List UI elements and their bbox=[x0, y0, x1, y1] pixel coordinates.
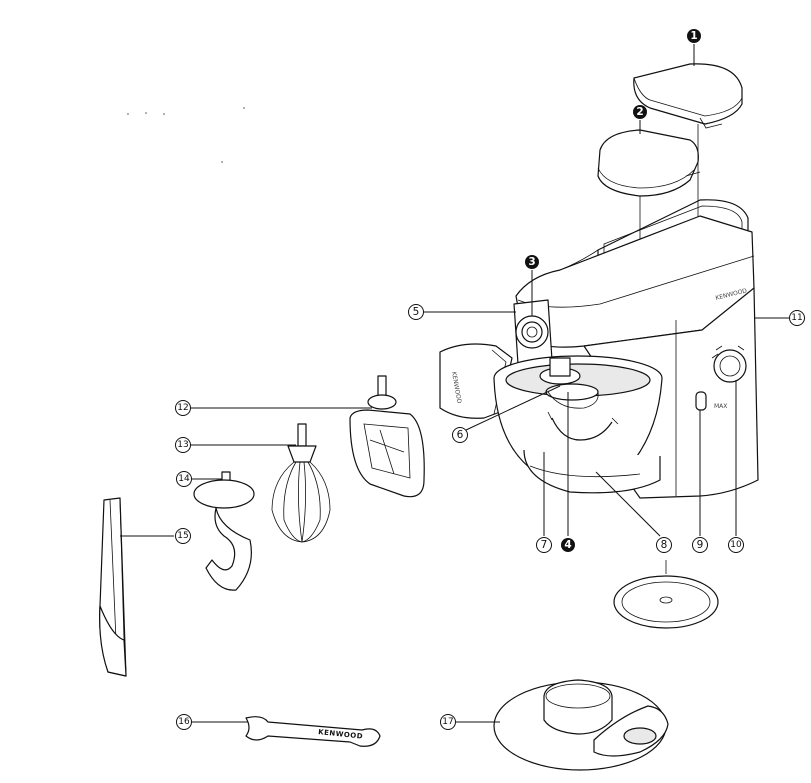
callout-11-label: 11 bbox=[791, 313, 802, 323]
callout-10-label: 10 bbox=[730, 540, 742, 550]
callout-11: 11 bbox=[789, 310, 805, 326]
callout-5-label: 5 bbox=[413, 306, 420, 318]
callout-17-label: 17 bbox=[442, 717, 453, 727]
callout-12-label: 12 bbox=[177, 403, 188, 413]
callout-8-label: 8 bbox=[661, 539, 668, 551]
callout-14-label: 14 bbox=[178, 474, 190, 484]
callout-15: 15 bbox=[175, 528, 191, 544]
callout-3: 3 bbox=[525, 255, 539, 269]
callout-7: 7 bbox=[536, 537, 552, 553]
part-whisk bbox=[271, 423, 331, 543]
callout-7-label: 7 bbox=[541, 539, 548, 551]
part-splashguard-disc bbox=[613, 560, 719, 629]
callout-17: 17 bbox=[440, 714, 456, 730]
callout-8: 8 bbox=[656, 537, 672, 553]
callout-16: 16 bbox=[176, 714, 192, 730]
callout-16-label: 16 bbox=[178, 717, 190, 727]
callout-1-label: 1 bbox=[690, 30, 697, 42]
stray-marks bbox=[127, 107, 245, 163]
part-high-speed-outlet-cover bbox=[633, 63, 743, 129]
part-base bbox=[523, 449, 661, 494]
callout-9: 9 bbox=[692, 537, 708, 553]
part-k-beater bbox=[349, 375, 425, 498]
part-medium-speed-outlet-cover bbox=[597, 129, 701, 197]
callout-2: 2 bbox=[633, 105, 647, 119]
part-spanner: KENWOOD bbox=[245, 716, 381, 747]
callout-9-label: 9 bbox=[697, 539, 704, 551]
svg-text:MAX: MAX bbox=[714, 403, 727, 410]
callout-10: 10 bbox=[728, 537, 744, 553]
part-outlet-cover-side: KENWOOD bbox=[439, 343, 513, 419]
callout-13-label: 13 bbox=[177, 440, 188, 450]
callout-13: 13 bbox=[175, 437, 191, 453]
callout-2-label: 2 bbox=[636, 106, 643, 118]
callout-6: 6 bbox=[452, 427, 468, 443]
callout-5: 5 bbox=[408, 304, 424, 320]
callout-4: 4 bbox=[561, 538, 575, 552]
callout-6-label: 6 bbox=[457, 429, 464, 441]
part-slow-speed-outlet bbox=[513, 299, 553, 365]
callout-15-label: 15 bbox=[177, 531, 188, 541]
callout-4-label: 4 bbox=[564, 539, 571, 551]
part-tool-socket bbox=[539, 357, 599, 409]
part-spatula bbox=[99, 497, 127, 677]
part-dough-hook bbox=[193, 471, 255, 591]
callout-14: 14 bbox=[176, 471, 192, 487]
callout-3-label: 3 bbox=[528, 256, 535, 268]
part-pouring-shield bbox=[493, 679, 669, 771]
callout-12: 12 bbox=[175, 400, 191, 416]
callout-1: 1 bbox=[687, 29, 701, 43]
leader-lines bbox=[120, 44, 790, 723]
